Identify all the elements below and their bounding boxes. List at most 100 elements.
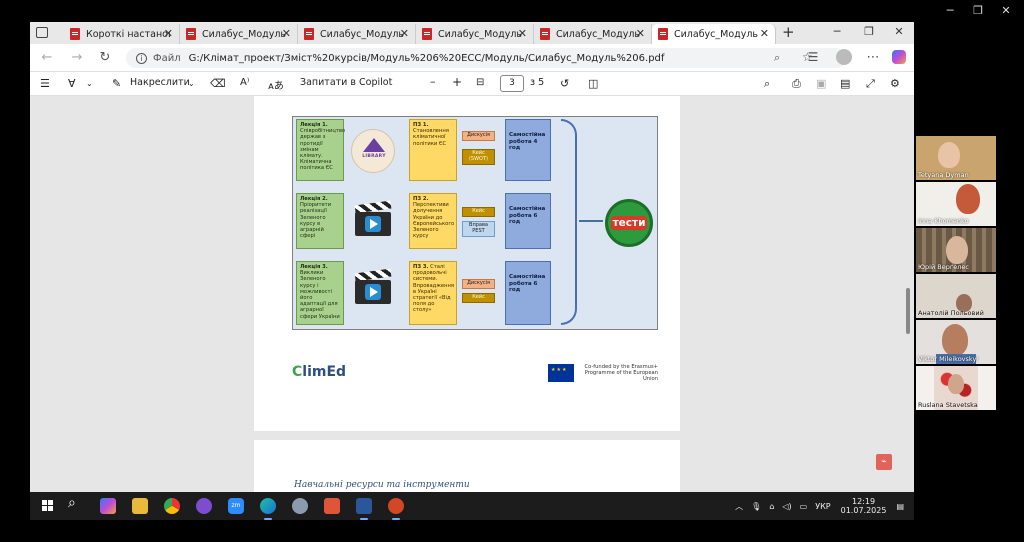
print-icon[interactable]: ⎙	[792, 77, 801, 90]
contents-icon[interactable]: ☰	[40, 77, 50, 90]
network-icon[interactable]: ⌂	[769, 501, 775, 511]
favorite-star-icon[interactable]: ☆	[802, 50, 813, 64]
task-discussion: Дискусія	[462, 131, 495, 141]
profile-avatar[interactable]	[836, 49, 852, 65]
eraser-icon[interactable]: ⌫	[210, 77, 226, 90]
forward-icon[interactable]: →	[71, 50, 83, 65]
page-view-icon[interactable]: ◫	[588, 77, 599, 90]
tab-close-icon[interactable]: ✕	[399, 27, 409, 40]
system-tray: ︿ 🎙 ⌂ ◁) ▭ УКР 12:19 01.07.2025 ▤	[735, 497, 904, 515]
tab-close-icon[interactable]: ✕	[517, 27, 527, 40]
powerpoint-icon[interactable]	[388, 498, 404, 520]
translate-icon[interactable]: ᴀあ	[268, 81, 284, 92]
tab-close-icon[interactable]: ✕	[635, 27, 645, 40]
tab-1[interactable]: Силабус_Модуль 6.pdf ✕	[180, 24, 298, 44]
tab-close-icon[interactable]: ✕	[759, 27, 769, 40]
start-windows-icon[interactable]	[40, 498, 56, 514]
search-icon[interactable]: ⌕	[764, 77, 771, 90]
more-menu-icon[interactable]: ⋯	[866, 50, 880, 65]
word-icon[interactable]	[356, 498, 372, 520]
practical-2-box: ПЗ 2. Перспективи долучення України до Є…	[409, 193, 457, 249]
participant-tile[interactable]: Юрій Вергелес	[916, 228, 996, 272]
fullscreen-icon[interactable]: ⤢	[866, 77, 875, 90]
participant-name: Inna Khomenko	[918, 217, 969, 225]
outer-maximize-icon[interactable]: ❐	[973, 4, 983, 17]
url-text[interactable]: G:/Клімат_проект/Зміст%20курсів/Модуль%2…	[188, 52, 665, 64]
outer-minimize-icon[interactable]: ─	[946, 4, 954, 17]
draw-icon[interactable]: ✎	[112, 77, 122, 90]
tab-close-icon[interactable]: ✕	[281, 27, 291, 40]
clock[interactable]: 12:19 01.07.2025	[841, 497, 887, 515]
tests-badge: тести	[605, 199, 653, 247]
acrobat-icon[interactable]: ⌁	[876, 454, 892, 470]
favorites-icon[interactable]: ☰	[807, 50, 819, 64]
page-number-input[interactable]: 3	[500, 75, 524, 92]
copilot-taskbar-icon[interactable]	[100, 498, 116, 514]
highlight-dropdown-icon[interactable]: ⌄	[86, 79, 93, 88]
pdf-icon	[186, 28, 196, 40]
file-label: Файл	[153, 52, 181, 64]
file-explorer-icon[interactable]	[132, 498, 148, 514]
tab-5-active[interactable]: Силабус_Модуль 6.pdf ✕	[652, 24, 776, 44]
chrome-icon[interactable]	[164, 498, 180, 514]
zoom-out-button[interactable]: –	[430, 75, 436, 88]
show-hidden-icon[interactable]: ︿	[735, 501, 744, 511]
task-case: Кейс	[462, 207, 495, 217]
participant-tile[interactable]: Inna Khomenko	[916, 182, 996, 226]
tab-4[interactable]: Силабус_Модуль 6.pdf ✕	[534, 24, 652, 44]
draw-dropdown-icon[interactable]: ⌄	[188, 79, 195, 88]
info-icon[interactable]: i	[136, 52, 147, 64]
new-tab-button[interactable]: +	[782, 23, 795, 41]
tab-3[interactable]: Силабус_Модуль 6.pdf ✕	[416, 24, 534, 44]
ask-copilot-button[interactable]: Запитати в Copilot	[300, 77, 393, 88]
microphone-icon[interactable]: 🎙	[751, 501, 762, 511]
settings-gear-icon[interactable]: ⚙	[890, 77, 900, 90]
restore-icon[interactable]: ❐	[864, 25, 874, 38]
outer-close-icon[interactable]: ✕	[1001, 4, 1011, 17]
participant-tile[interactable]: Ruslana Stavetska	[916, 366, 996, 410]
tab-0[interactable]: Короткі настанови до ✕	[64, 24, 180, 44]
scrollbar-thumb[interactable]	[906, 288, 910, 334]
lecture-3-head: Лекція 3.	[300, 264, 328, 270]
highlight-icon[interactable]: ∀	[68, 77, 76, 90]
save-as-icon[interactable]: ▤	[840, 77, 851, 90]
lecture-2-box: Лекція 2. Пріоритети реалізації Зеленого…	[296, 193, 344, 249]
zoom-in-button[interactable]: +	[452, 75, 463, 89]
rotate-icon[interactable]: ↺	[560, 77, 570, 90]
app-icon[interactable]	[324, 498, 340, 514]
zoom-icon[interactable]: ⌕	[774, 51, 781, 64]
participant-tile[interactable]: Tetyana Dyman	[916, 136, 996, 180]
battery-icon[interactable]: ▭	[799, 501, 808, 511]
pdf-page-4: Навчальні ресурси та інструменти	[254, 440, 680, 492]
search-icon[interactable]: ⌕	[68, 495, 76, 511]
fit-page-icon[interactable]: ⊟	[476, 77, 485, 88]
url-field[interactable]: i Файл G:/Клімат_проект/Зміст%20курсів/М…	[126, 48, 846, 68]
language-indicator[interactable]: УКР	[815, 501, 831, 511]
participant-tile[interactable]: Viktor Mileikovskyi	[916, 320, 996, 364]
copilot-icon[interactable]	[892, 50, 906, 64]
browser-window: Короткі настанови до ✕ Силабус_Модуль 6.…	[30, 22, 914, 492]
pdf-viewer[interactable]: Лекція 1. Співробітництво держав з проти…	[30, 96, 914, 492]
independent-work-2: Самостійна робота 6 год	[505, 193, 551, 249]
lecture-2-head: Лекція 2.	[300, 196, 328, 202]
back-icon[interactable]: ←	[41, 50, 53, 65]
tab-close-icon[interactable]: ✕	[163, 27, 173, 40]
minimize-icon[interactable]: ─	[833, 25, 841, 38]
tab-2[interactable]: Силабус_Модуль 6.pdf ✕	[298, 24, 416, 44]
notifications-icon[interactable]: ▤	[896, 501, 904, 511]
volume-icon[interactable]: ◁)	[782, 501, 792, 511]
paint-icon[interactable]	[292, 498, 308, 514]
close-icon[interactable]: ✕	[894, 25, 904, 38]
tab-actions-icon[interactable]	[36, 27, 48, 38]
viber-icon[interactable]	[196, 498, 212, 514]
participant-tile[interactable]: Анатолій Польовий	[916, 274, 996, 318]
draw-button[interactable]: Накреслити	[130, 77, 190, 88]
eu-cofunded-text: Co-funded by the Erasmus+ Programme of t…	[584, 364, 658, 382]
refresh-icon[interactable]: ↻	[99, 50, 111, 65]
read-aloud-icon[interactable]: A⁾	[240, 77, 250, 88]
clock-time: 12:19	[852, 497, 876, 506]
edge-icon[interactable]	[260, 498, 276, 520]
zoom-app-icon[interactable]: zm	[228, 498, 244, 514]
save-icon[interactable]: ▣	[816, 77, 827, 90]
